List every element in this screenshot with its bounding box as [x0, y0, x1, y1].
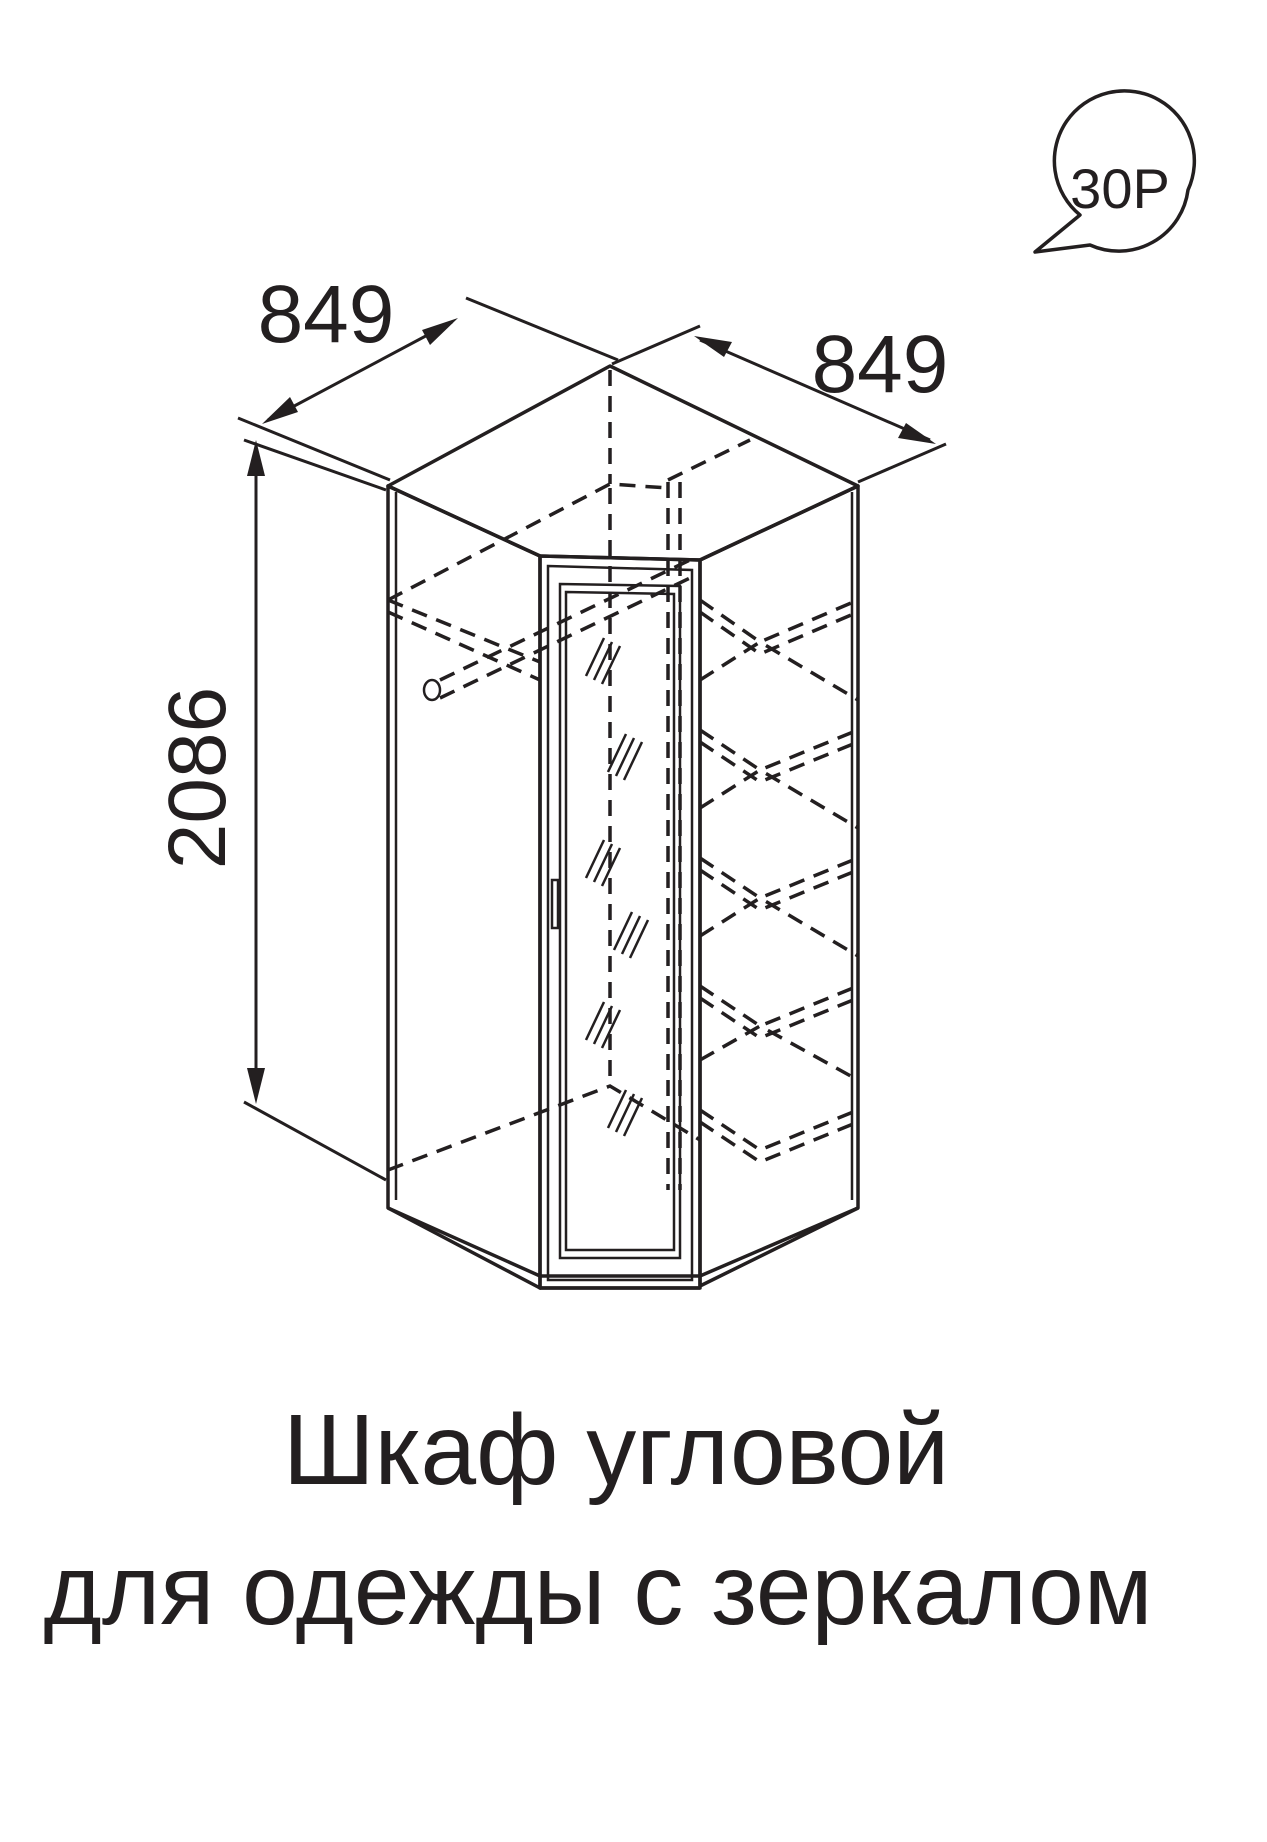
product-title: Шкаф угловой для одежды с зеркалом [44, 1394, 1153, 1646]
badge-label: 30Р [1070, 157, 1170, 220]
dimension-width-right-label: 849 [812, 319, 949, 410]
dimension-width-left: 849 [237, 269, 619, 482]
title-line-1: Шкаф угловой [283, 1394, 949, 1506]
hidden-structure [387, 370, 859, 1190]
model-badge: 30Р [1033, 89, 1197, 254]
title-line-2: для одежды с зеркалом [44, 1534, 1153, 1646]
dimension-width-left-label: 849 [258, 269, 395, 360]
hanging-rail-end [422, 678, 442, 702]
dimension-height: 2086 [152, 438, 387, 1182]
dimension-width-right: 849 [611, 319, 949, 484]
badge-bubble [1033, 89, 1197, 254]
door-handle [550, 878, 560, 930]
dimension-height-label: 2086 [152, 687, 243, 869]
mirror-glare [584, 637, 650, 1137]
wardrobe-body [386, 364, 860, 1290]
